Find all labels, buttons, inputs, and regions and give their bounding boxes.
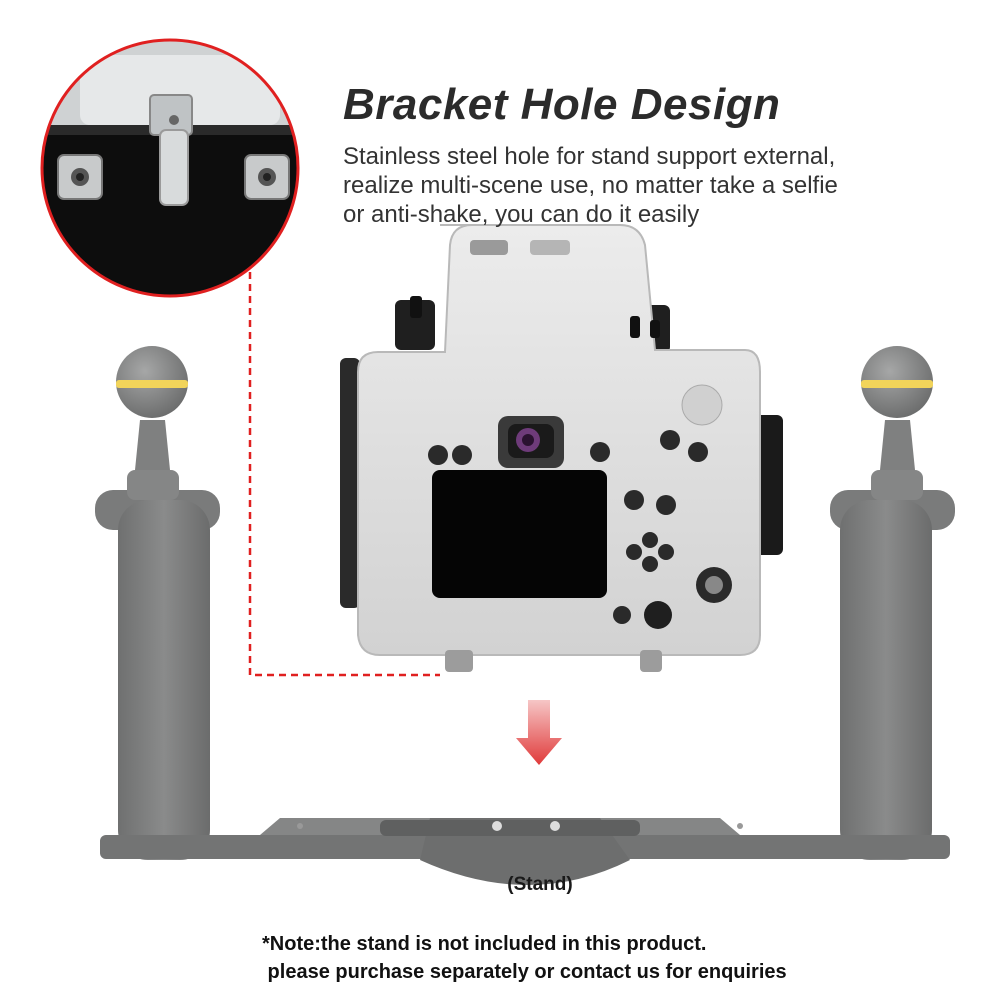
stand-base-bar: [100, 818, 950, 885]
note-line-1: *Note:the stand is not included in this …: [262, 933, 707, 955]
description-line-1: Stainless steel hole for stand support e…: [343, 143, 836, 170]
stand-left-handle: [95, 420, 220, 860]
description-line-2: realize multi-scene use, no matter take …: [343, 172, 838, 199]
zoom-detail-circle: [40, 38, 300, 298]
bracket-hole-right: [244, 154, 290, 200]
stand-label: (Stand): [507, 874, 573, 895]
camera-housing: [340, 224, 783, 672]
dashed-connector-line: [248, 272, 440, 677]
ball-mount-right: [861, 346, 933, 418]
ball-mount-left: [116, 346, 188, 418]
description: Stainless steel hole for stand support e…: [343, 142, 983, 229]
page-title: Bracket Hole Design: [343, 80, 781, 129]
note: *Note:the stand is not included in this …: [262, 930, 992, 986]
description-line-3: or anti-shake, you can do it easily: [343, 201, 700, 228]
latch-clip: [149, 94, 193, 206]
down-arrow-icon: [516, 700, 562, 765]
stand-right-handle: [830, 420, 955, 860]
note-line-2: please purchase separately or contact us…: [262, 961, 787, 983]
bracket-hole-left: [57, 154, 103, 200]
